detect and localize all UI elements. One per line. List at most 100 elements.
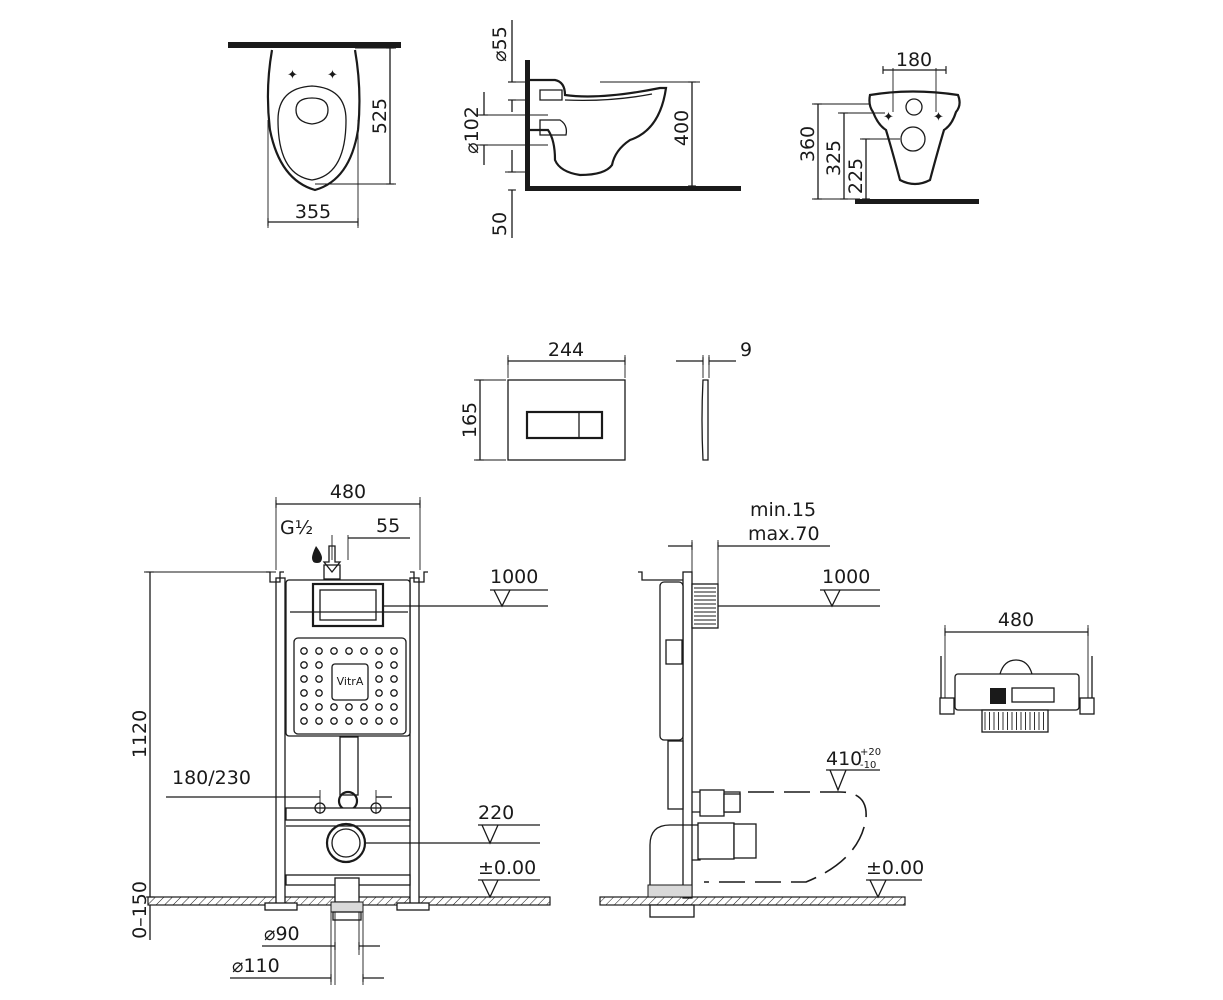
waste-center-label: 220: [478, 802, 514, 824]
panel-hole: [300, 675, 308, 683]
frame-top-view: 480: [939, 609, 1095, 733]
bowl-height-label: 410: [826, 748, 862, 770]
fixing-spacing-label: 180: [896, 49, 932, 71]
top-frame-body: [954, 673, 1080, 711]
panel-hole: [360, 717, 368, 725]
bowl-outline: [266, 49, 361, 192]
top-depth-label: 525: [369, 98, 391, 134]
panel-hole: [300, 661, 308, 669]
panel-hole: [345, 703, 353, 711]
frame-left-post: [275, 577, 286, 909]
side-level-top-label: 1000: [822, 566, 870, 588]
fixing-mark-left: ✦: [287, 68, 298, 83]
tolerance-minus-label: -10: [860, 760, 876, 771]
panel-hole: [315, 703, 323, 711]
inlet-offset-label: 55: [376, 515, 400, 537]
panel-hole: [315, 647, 323, 655]
flush-buttons: [525, 410, 604, 440]
top-width-label: 355: [295, 201, 331, 223]
panel-hole: [360, 647, 368, 655]
panel-hole: [375, 675, 383, 683]
plate-width-label: 244: [548, 339, 584, 361]
rear-height-a-label: 360: [797, 126, 819, 162]
bowl-ghost-outline: [704, 791, 867, 883]
panel-hole: [315, 661, 323, 669]
outlet-diameter-label: ⌀55: [489, 26, 511, 62]
front-floor-label: ±0.00: [478, 857, 536, 879]
side-floor-label: ±0.00: [866, 857, 924, 879]
panel-hole: [375, 689, 383, 697]
top-frame-width-label: 480: [998, 609, 1034, 631]
frame-height-label: 1120: [129, 710, 151, 758]
rear-height-c-label: 225: [845, 158, 867, 194]
inlet-arrow-icon: [322, 545, 342, 574]
panel-hole: [300, 689, 308, 697]
toilet-side-profile: [530, 78, 668, 177]
tolerance-plus-label: +20: [860, 747, 881, 758]
panel-holes: [300, 647, 398, 725]
panel-hole: [390, 689, 398, 697]
panel-hole: [390, 675, 398, 683]
panel-hole: [315, 689, 323, 697]
seat-outline: [277, 85, 347, 181]
panel-hole: [315, 717, 323, 725]
frame-width-label: 480: [330, 481, 366, 503]
panel-hole: [390, 647, 398, 655]
side-frame-post: [682, 571, 693, 899]
plate-height-label: 165: [459, 402, 481, 438]
panel-hole: [330, 703, 338, 711]
waste-pipe: [330, 901, 364, 913]
water-drop-icon: [312, 546, 322, 563]
toilet-side-view: ⌀55 ⌀102 400 50: [461, 20, 741, 238]
panel-hole: [300, 703, 308, 711]
clearance-label: 50: [489, 212, 511, 236]
panel-hole: [300, 647, 308, 655]
panel-hole: [375, 661, 383, 669]
panel-hole: [330, 647, 338, 655]
inlet-thread-label: G½: [280, 517, 313, 539]
panel-hole: [390, 661, 398, 669]
waste-diameter-label: ⌀102: [461, 106, 483, 154]
pipe-large-label: ⌀110: [232, 955, 280, 977]
fixing-mark-right: ✦: [327, 68, 338, 83]
svg-text:✦: ✦: [933, 110, 944, 125]
panel-hole: [390, 717, 398, 725]
flush-pipe: [339, 736, 359, 796]
plate-side-profile: [701, 379, 709, 461]
panel-hole: [375, 647, 383, 655]
side-height-label: 400: [671, 110, 693, 146]
max-gap-label: max.70: [748, 523, 820, 545]
panel-hole: [345, 647, 353, 655]
panel-hole: [360, 703, 368, 711]
rear-height-b-label: 325: [823, 140, 845, 176]
toilet-top-view: ✦ ✦ 355 525: [228, 42, 401, 228]
panel-hole: [315, 675, 323, 683]
waste-connection: [325, 822, 367, 864]
side-floor-hatch: [599, 896, 906, 906]
adjust-range-label: 0–150: [129, 881, 151, 939]
flush-plate-view: 244 165 9: [459, 339, 752, 461]
min-gap-label: min.15: [750, 499, 816, 521]
frame-right-post: [409, 577, 420, 909]
brand-logo: VitrA: [337, 675, 364, 688]
frame-side-view: min.15 max.70 1000 410 +20 -10 ±0.00: [599, 499, 924, 918]
panel-hole: [300, 717, 308, 725]
panel-hole: [345, 717, 353, 725]
panel-hole: [375, 717, 383, 725]
front-level-top-label: 1000: [490, 566, 538, 588]
panel-hole: [375, 703, 383, 711]
side-flush-plate: [691, 583, 719, 629]
bowl-opening: [295, 97, 329, 125]
frame-front-view: VitrA 480 G½ 55 1120 0–150: [129, 481, 551, 985]
svg-text:✦: ✦: [883, 110, 894, 125]
flush-plate: [507, 379, 626, 461]
front-flush-plate: [311, 582, 385, 628]
fixing-spacing-label: 180/230: [172, 767, 251, 789]
panel-hole: [390, 703, 398, 711]
panel-hole: [330, 717, 338, 725]
rear-bowl-outline: [868, 90, 961, 186]
pipe-small-label: ⌀90: [264, 923, 300, 945]
plate-thickness-label: 9: [740, 339, 752, 361]
wall-line: [228, 42, 401, 48]
